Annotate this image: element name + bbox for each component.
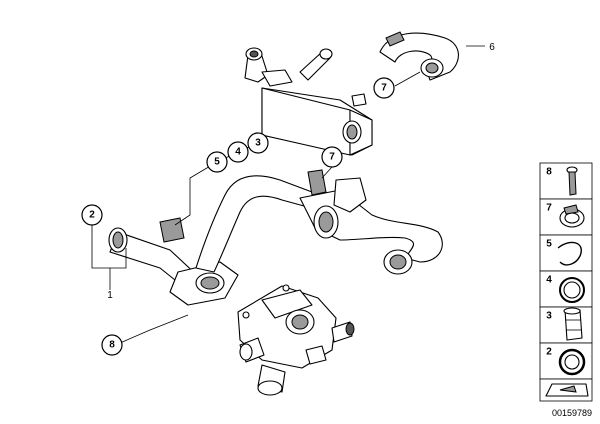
- callout-1-plain: 1: [107, 290, 113, 301]
- label-1: 1: [107, 290, 113, 301]
- legend-num-5: 5: [546, 239, 552, 250]
- callout-2-text: 2: [89, 210, 95, 221]
- callout-7-mid: 7: [321, 146, 343, 168]
- legend-num-2: 2: [546, 347, 552, 358]
- legend-column: 8 7 5 4 3: [539, 162, 593, 402]
- legend-item-spring-clip: 5: [539, 234, 593, 272]
- legend-num-4: 4: [546, 275, 552, 286]
- callout-2: 2: [81, 204, 103, 226]
- heat-exchanger: [244, 47, 373, 156]
- legend-item-clamp: 7: [539, 198, 593, 236]
- legend-item-o-ring: 4: [539, 270, 593, 308]
- legend-item-gasket: 2: [539, 342, 593, 380]
- lower-hose: [299, 169, 443, 275]
- drawing-id: 00159789: [551, 408, 592, 418]
- thermostat-housing: [237, 284, 355, 396]
- label-6: 6: [489, 42, 495, 53]
- legend-arrow-icon: [539, 378, 593, 402]
- callout-6-plain: 6: [489, 42, 495, 53]
- callout-3: 3: [247, 132, 269, 154]
- legend-item-bolt: 8: [539, 162, 593, 200]
- callout-4: 4: [227, 141, 249, 163]
- legend-num-3: 3: [546, 311, 552, 322]
- callout-3-text: 3: [255, 138, 261, 149]
- callout-5-text: 5: [214, 157, 220, 168]
- callout-4-text: 4: [235, 147, 241, 158]
- legend-num-7: 7: [546, 203, 552, 214]
- callout-8: 8: [101, 334, 123, 356]
- upper-hose: [379, 31, 459, 81]
- callout-7-mid-text: 7: [329, 152, 335, 163]
- callout-8-text: 8: [109, 340, 115, 351]
- callout-7-top: 7: [373, 77, 395, 99]
- callout-5: 5: [206, 151, 228, 173]
- legend-item-sleeve: 3: [539, 306, 593, 344]
- legend-num-8: 8: [546, 167, 552, 178]
- coolant-pipe: [108, 175, 327, 306]
- callout-7-top-text: 7: [381, 83, 387, 94]
